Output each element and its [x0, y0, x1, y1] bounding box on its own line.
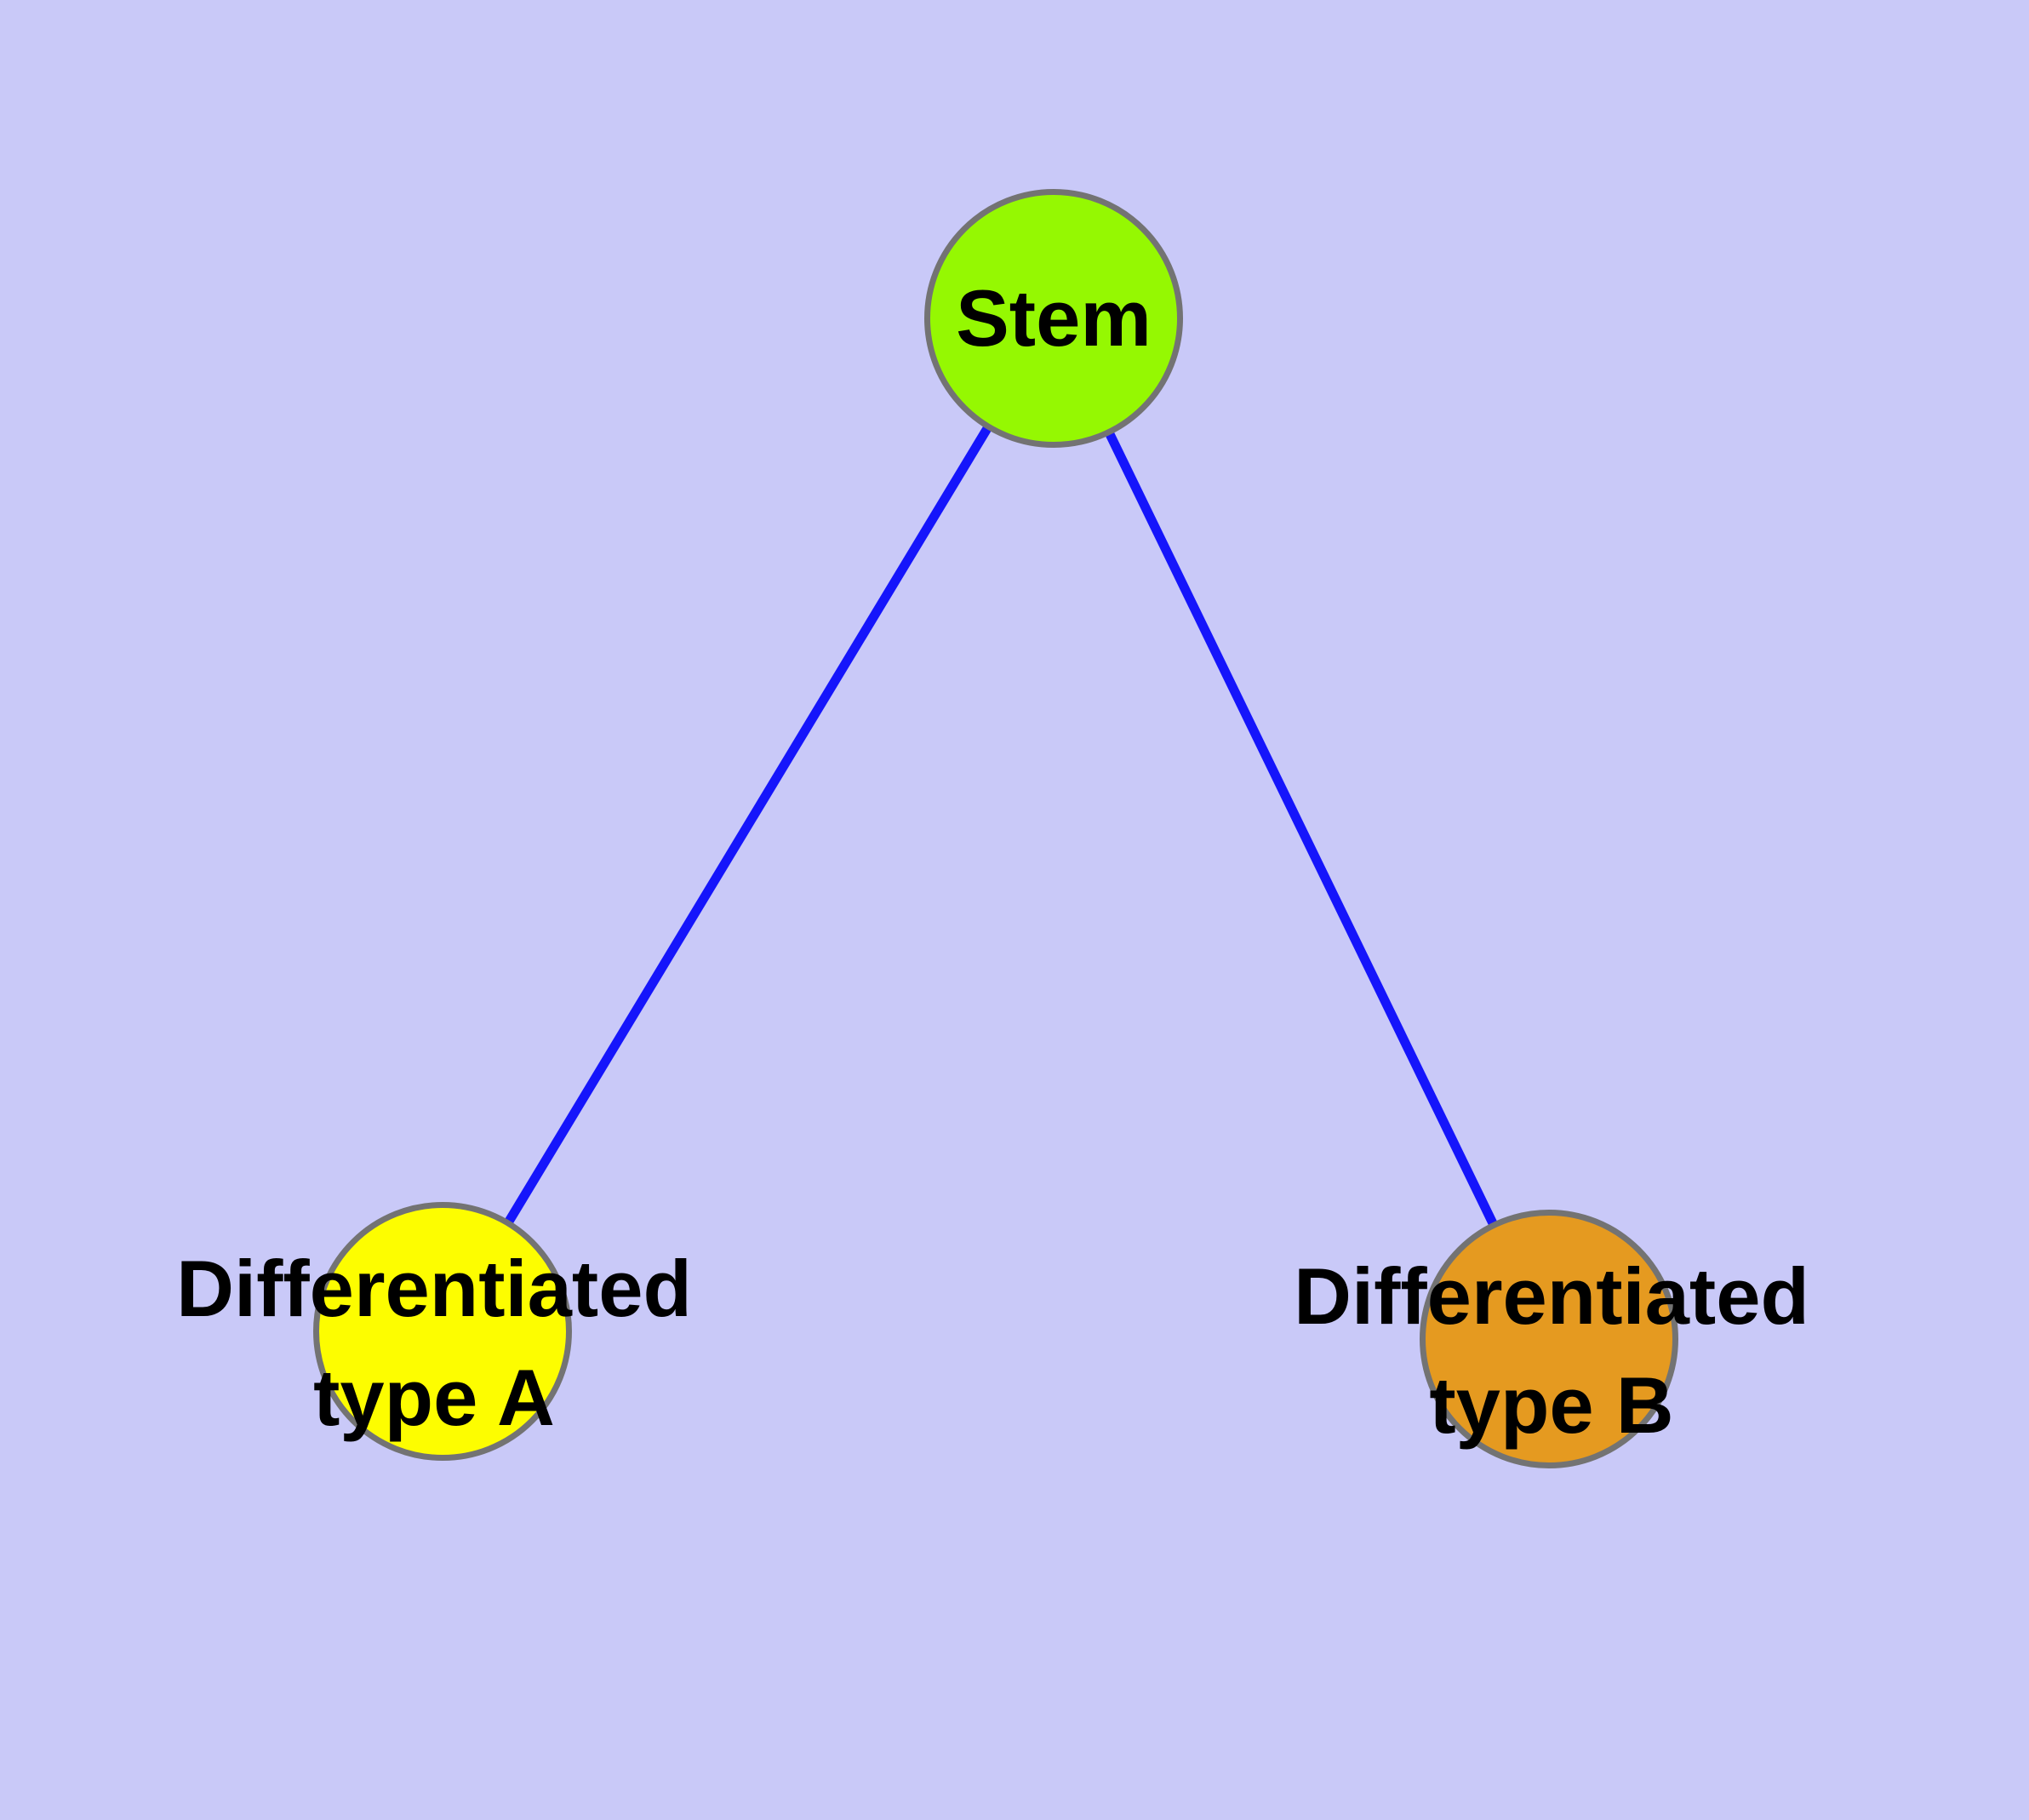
label-line-2: type B [1429, 1360, 1674, 1450]
label-line-2: type A [313, 1353, 555, 1442]
edge-stem-to-type-b [1049, 316, 1553, 1342]
node-differentiated-type-b[interactable] [1420, 1210, 1678, 1468]
node-stem[interactable]: Stem [924, 189, 1183, 448]
node-differentiated-type-a-label: Differentiated type A [9, 1234, 860, 1452]
node-stem-label: Stem [956, 273, 1152, 363]
node-differentiated-type-b-label: Differentiated type B [1126, 1242, 1977, 1460]
label-line-1: Differentiated [1294, 1251, 1809, 1341]
edge-stem-to-type-a [438, 316, 1058, 1334]
label-line-1: Differentiated [176, 1244, 692, 1333]
node-differentiated-type-a[interactable] [313, 1202, 572, 1461]
